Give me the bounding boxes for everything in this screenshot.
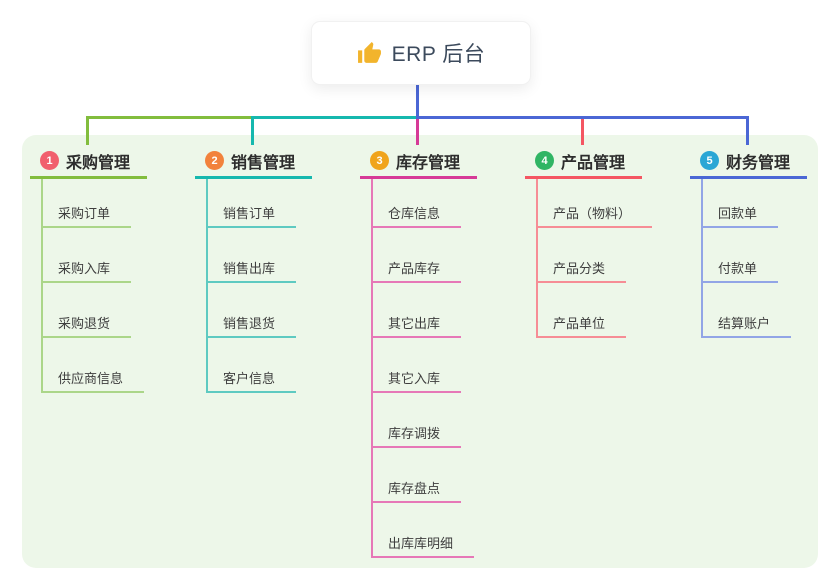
child-node[interactable]: 结算账户 [701, 309, 792, 338]
branch-3-child-connector [371, 179, 373, 558]
child-node[interactable]: 采购退货 [41, 309, 132, 338]
child-node-label: 采购退货 [58, 316, 111, 331]
child-node-label: 付款单 [718, 261, 758, 276]
child-node-label: 产品库存 [388, 261, 441, 276]
branch-label: 销售管理 [231, 154, 296, 172]
thumbs-up-icon [357, 41, 382, 66]
branch-label: 财务管理 [726, 154, 791, 172]
child-node[interactable]: 产品分类 [536, 254, 627, 283]
branch-2-drop-line [251, 119, 254, 145]
child-node-label: 销售退货 [223, 316, 276, 331]
branches-background-panel [22, 135, 818, 568]
child-node-label: 其它出库 [388, 316, 441, 331]
branch-3-drop-line [416, 119, 419, 145]
child-node[interactable]: 库存调拨 [371, 419, 462, 448]
branch-4-header[interactable]: 4 产品管理 [525, 145, 642, 179]
branch-number-badge: 1 [40, 151, 59, 170]
child-node-label: 结算账户 [718, 316, 771, 331]
child-node-label: 客户信息 [223, 371, 276, 386]
branch-label: 库存管理 [396, 154, 461, 172]
branch-label: 采购管理 [66, 154, 131, 172]
branch-number-badge: 3 [370, 151, 389, 170]
branch-2-child-connector [206, 179, 208, 393]
child-node[interactable]: 客户信息 [206, 364, 297, 393]
child-node[interactable]: 销售出库 [206, 254, 297, 283]
branch-5-header[interactable]: 5 财务管理 [690, 145, 807, 179]
child-node[interactable]: 采购订单 [41, 199, 132, 228]
child-node-label: 采购入库 [58, 261, 111, 276]
child-node[interactable]: 销售订单 [206, 199, 297, 228]
root-stem-line [416, 83, 419, 119]
child-node-label: 产品分类 [553, 261, 606, 276]
child-node-label: 产品（物料） [553, 206, 632, 221]
child-node-label: 回款单 [718, 206, 758, 221]
child-node-label: 供应商信息 [58, 371, 124, 386]
branch-2-header[interactable]: 2 销售管理 [195, 145, 312, 179]
branch-1-drop-line [86, 119, 89, 145]
child-node-label: 库存盘点 [388, 481, 441, 496]
connector-horizontal-segment-1 [86, 116, 251, 119]
root-node-label: ERP 后台 [391, 43, 486, 66]
child-node[interactable]: 其它出库 [371, 309, 462, 338]
child-node[interactable]: 付款单 [701, 254, 779, 283]
branch-1-child-connector [41, 179, 43, 393]
branch-4-child-connector [536, 179, 538, 338]
branch-5-child-connector [701, 179, 703, 338]
child-node[interactable]: 仓库信息 [371, 199, 462, 228]
child-node-label: 其它入库 [388, 371, 441, 386]
child-node-label: 仓库信息 [388, 206, 441, 221]
child-node[interactable]: 产品库存 [371, 254, 462, 283]
child-node[interactable]: 库存盘点 [371, 474, 462, 503]
connector-horizontal-segment-3 [416, 116, 749, 119]
child-node[interactable]: 产品单位 [536, 309, 627, 338]
root-node-erp[interactable]: ERP 后台 [311, 21, 531, 85]
child-node[interactable]: 销售退货 [206, 309, 297, 338]
connector-horizontal-segment-2 [251, 116, 416, 119]
branch-3-header[interactable]: 3 库存管理 [360, 145, 477, 179]
branch-number-badge: 2 [205, 151, 224, 170]
branch-5-drop-line [746, 119, 749, 145]
child-node-label: 产品单位 [553, 316, 606, 331]
child-node[interactable]: 采购入库 [41, 254, 132, 283]
child-node-label: 销售订单 [223, 206, 276, 221]
branch-4-drop-line [581, 119, 584, 145]
branch-number-badge: 4 [535, 151, 554, 170]
branch-1-header[interactable]: 1 采购管理 [30, 145, 147, 179]
child-node[interactable]: 产品（物料） [536, 199, 653, 228]
branch-label: 产品管理 [561, 154, 626, 172]
child-node-label: 采购订单 [58, 206, 111, 221]
child-node[interactable]: 回款单 [701, 199, 779, 228]
child-node-label: 库存调拨 [388, 426, 441, 441]
branch-number-badge: 5 [700, 151, 719, 170]
child-node[interactable]: 出库库明细 [371, 529, 475, 558]
child-node[interactable]: 其它入库 [371, 364, 462, 393]
child-node-label: 销售出库 [223, 261, 276, 276]
child-node-label: 出库库明细 [388, 536, 454, 551]
child-node[interactable]: 供应商信息 [41, 364, 145, 393]
